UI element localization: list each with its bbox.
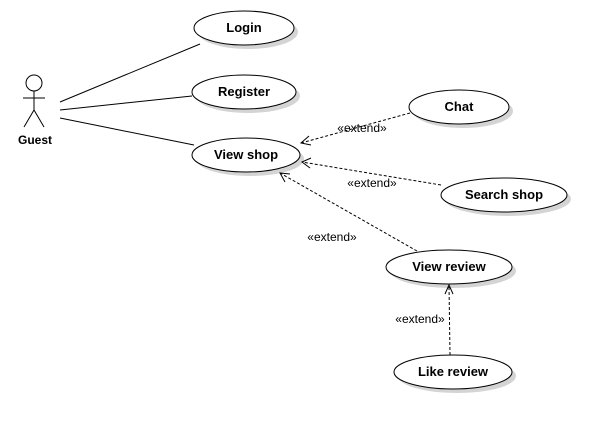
use-case-chat[interactable]: Chat xyxy=(408,89,513,128)
use-case-label: Register xyxy=(218,84,270,99)
actor-left-leg xyxy=(23,109,35,128)
association-guest-view-shop xyxy=(59,117,195,146)
use-case-ellipse xyxy=(440,177,568,213)
use-case-login[interactable]: Login xyxy=(193,10,298,49)
dependency-line xyxy=(448,284,451,356)
extend-label: «extend» xyxy=(337,121,387,135)
extend-view-review-view-shop: «extend» xyxy=(279,172,418,252)
use-case-ellipse xyxy=(408,89,510,125)
actor-guest[interactable]: Guest xyxy=(18,74,52,147)
use-case-register[interactable]: Register xyxy=(191,74,300,113)
extend-label: «extend» xyxy=(347,176,397,190)
extend-chat-view-shop: «extend» xyxy=(299,112,411,146)
use-case-label: View shop xyxy=(214,147,278,162)
use-case-view-review[interactable]: View review xyxy=(385,249,516,288)
actor-head xyxy=(25,74,43,92)
actor-right-leg xyxy=(33,109,45,128)
use-case-label: Login xyxy=(226,20,261,35)
use-case-label: Chat xyxy=(445,99,475,114)
extend-label: «extend» xyxy=(395,312,445,326)
use-case-label: View review xyxy=(412,259,486,274)
extend-search-view-shop: «extend» xyxy=(301,157,442,190)
use-case-search-shop[interactable]: Search shop xyxy=(440,177,571,216)
use-case-ellipse xyxy=(393,354,513,390)
extend-like-view-review: «extend» xyxy=(395,283,454,356)
association-guest-register xyxy=(59,95,193,111)
open-arrowhead xyxy=(301,157,312,169)
open-arrowhead xyxy=(444,283,454,295)
dependency-line xyxy=(301,161,442,186)
use-case-label: Like review xyxy=(418,364,489,379)
use-case-ellipse xyxy=(193,10,295,46)
association-guest-login xyxy=(59,43,201,103)
use-case-ellipse xyxy=(191,137,301,173)
use-case-ellipse xyxy=(191,74,297,110)
use-case-like-review[interactable]: Like review xyxy=(393,354,516,393)
open-arrowhead xyxy=(279,172,291,183)
dependency-line xyxy=(279,172,418,252)
use-case-view-shop[interactable]: View shop xyxy=(191,137,304,176)
open-arrowhead xyxy=(299,135,312,146)
actor-name: Guest xyxy=(18,133,52,147)
extend-label: «extend» xyxy=(307,230,357,244)
use-case-label: Search shop xyxy=(465,187,543,202)
dependency-line xyxy=(300,112,411,144)
